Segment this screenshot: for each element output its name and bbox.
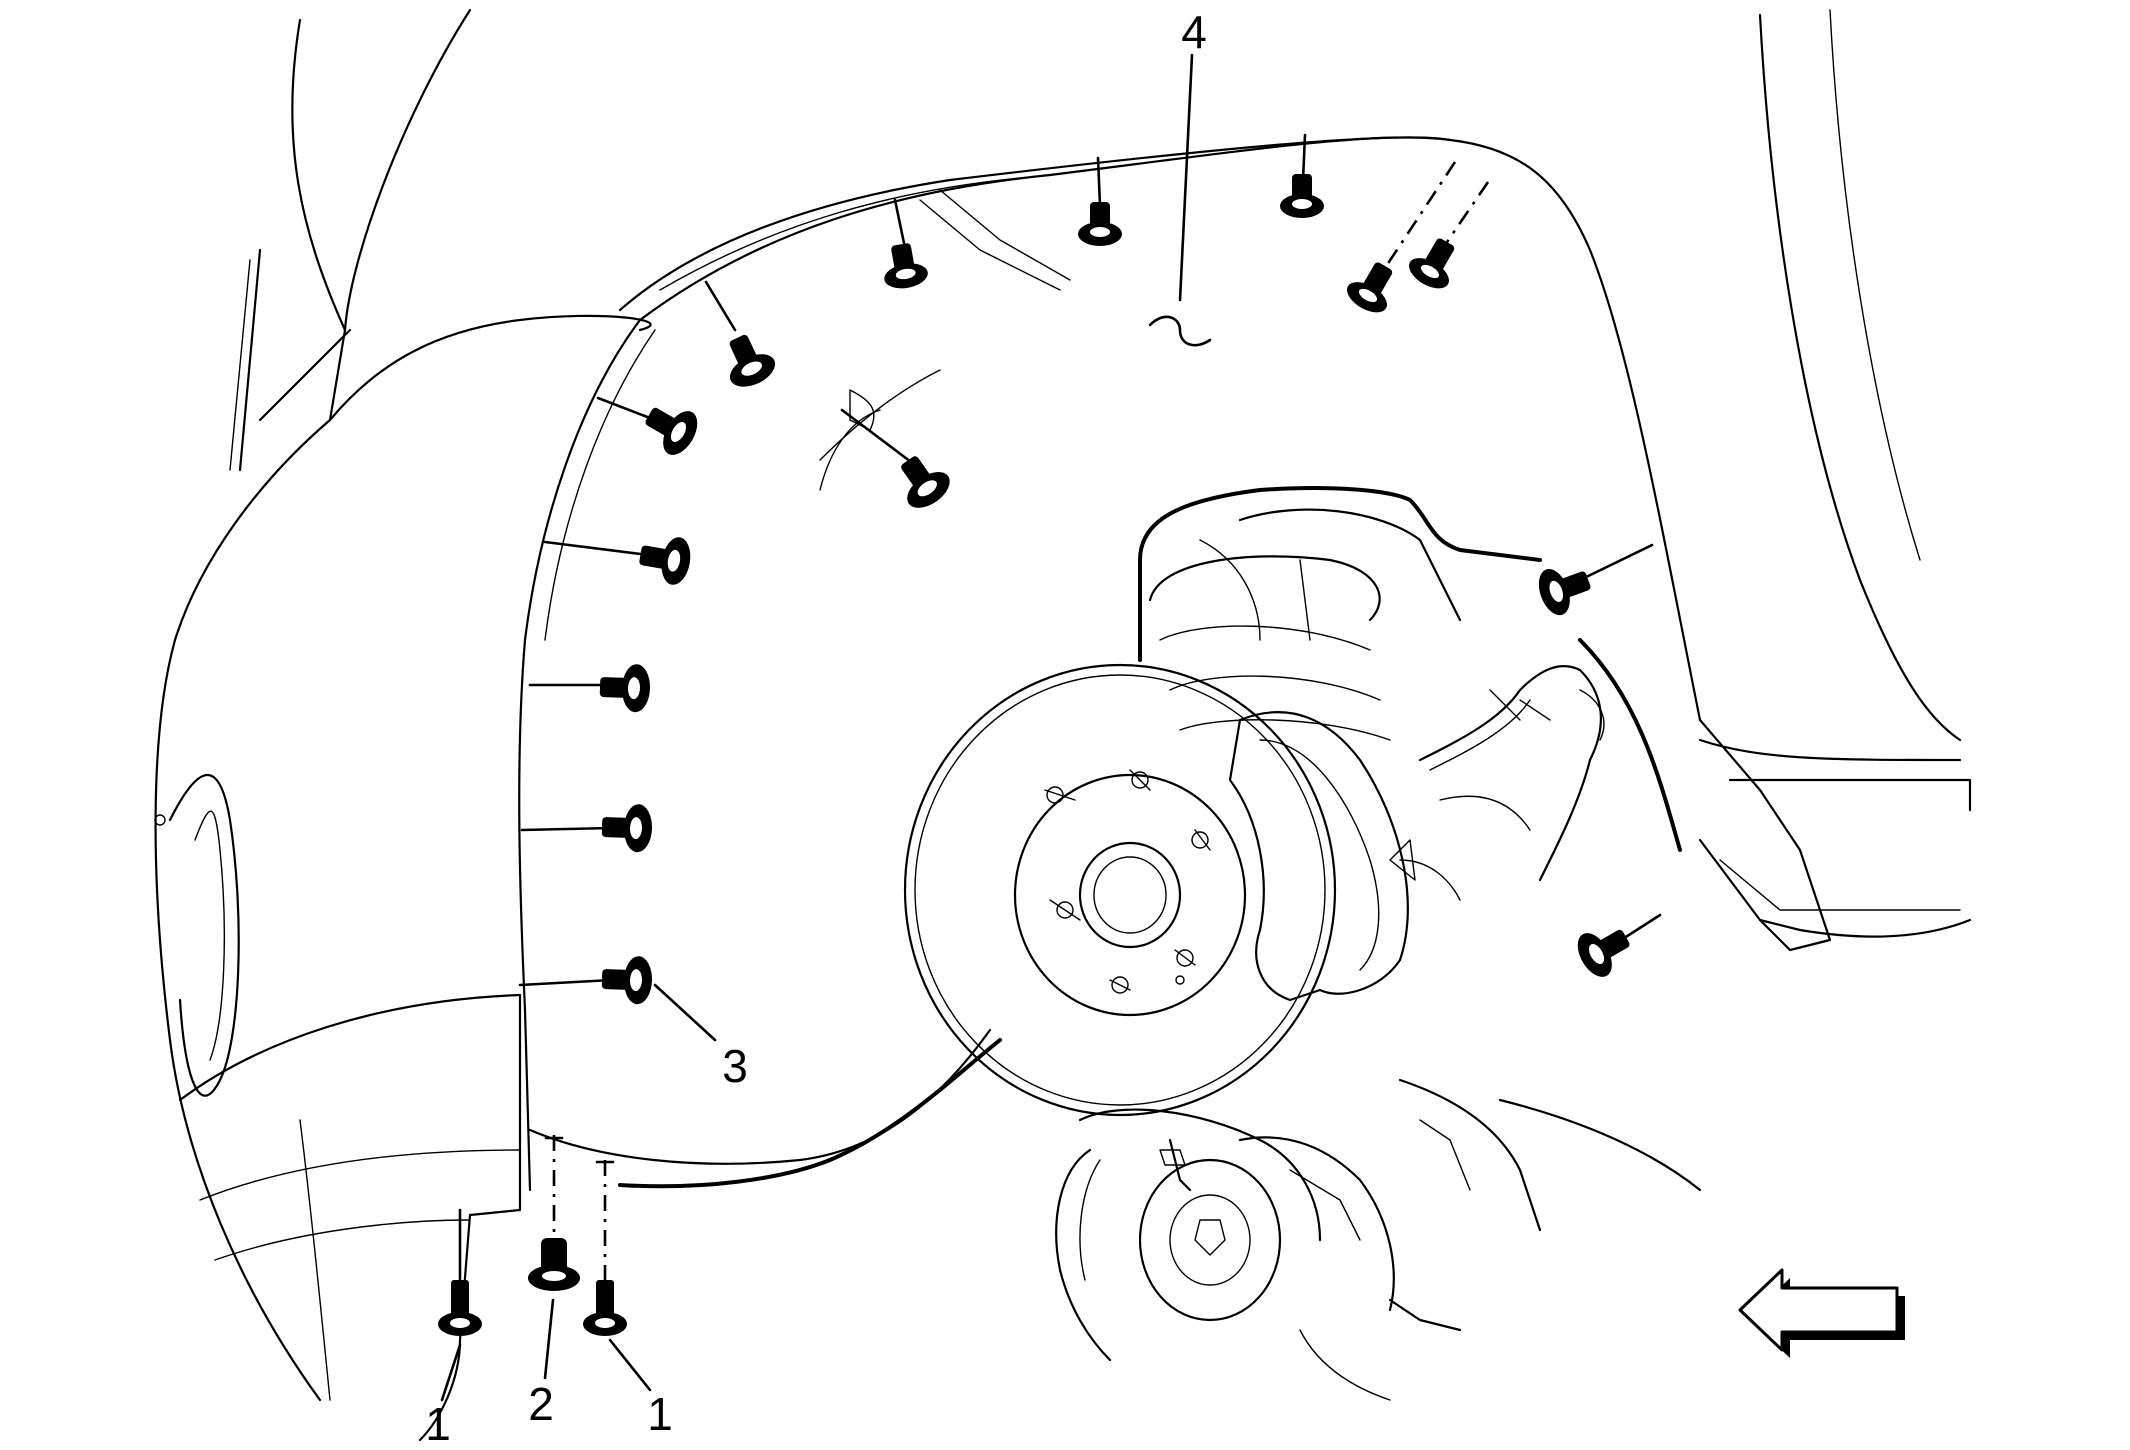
push-pin	[1078, 202, 1122, 246]
push-pin	[1577, 929, 1630, 977]
push-pin	[599, 664, 651, 713]
front-fascia	[154, 8, 1452, 1442]
body-side-panel	[1698, 9, 1972, 952]
callout-2: 2	[528, 1378, 554, 1430]
callout-4: 4	[1181, 6, 1207, 58]
push-pin	[639, 537, 691, 585]
callout-1-left: 1	[425, 1398, 451, 1450]
screw-fastener	[438, 1280, 482, 1336]
push-pin	[645, 407, 698, 455]
push-pin	[601, 956, 653, 1005]
left-arrow-icon	[1738, 1268, 1905, 1358]
brake-hose	[1418, 665, 1605, 882]
callout-3: 3	[722, 1040, 748, 1092]
push-pin	[1280, 174, 1324, 218]
screw-fastener	[583, 1280, 627, 1336]
coil-spring-strut	[1148, 508, 1462, 741]
wheelhouse-liner	[518, 136, 1832, 1192]
push-pin	[601, 804, 653, 853]
callout-1-right: 1	[647, 1388, 673, 1440]
leader-lines	[440, 53, 1662, 1402]
lower-control-arm	[1055, 1078, 1702, 1401]
push-retainer	[528, 1238, 580, 1291]
push-pin	[1538, 568, 1591, 616]
push-pin	[901, 456, 950, 508]
push-pin	[884, 243, 928, 289]
fasteners	[438, 174, 1630, 1336]
push-pin	[1347, 262, 1393, 313]
push-pin	[729, 334, 776, 387]
push-pin	[1409, 238, 1455, 289]
brake-rotor	[903, 663, 1337, 1117]
brake-caliper	[1228, 711, 1531, 1002]
